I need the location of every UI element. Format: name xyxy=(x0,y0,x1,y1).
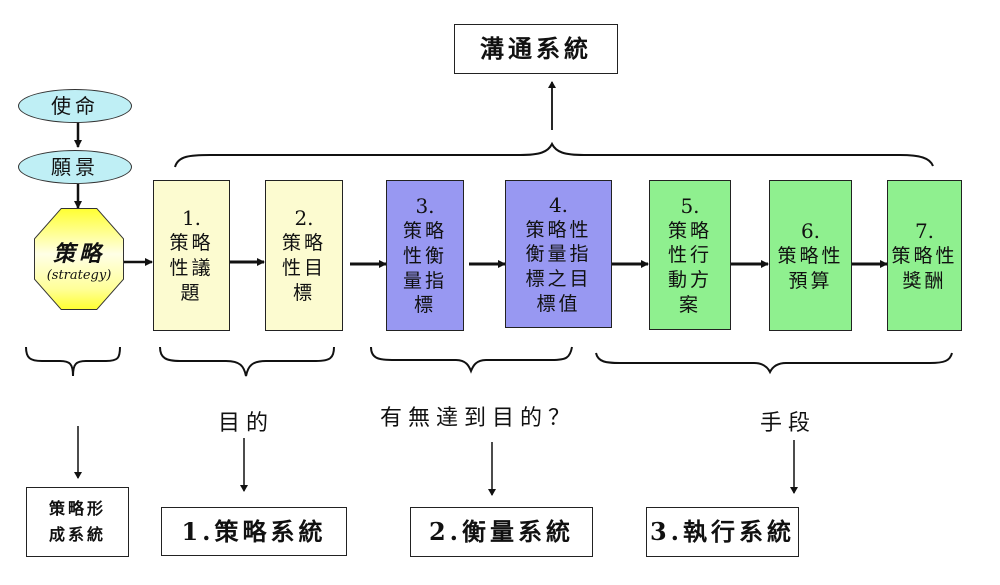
top-brace xyxy=(174,141,934,168)
step-5-line: 性行 xyxy=(667,244,712,267)
step-4-line: 標之目 xyxy=(525,268,592,290)
mission-ellipse: 使命 xyxy=(18,89,132,123)
strategy-subtitle: (strategy) xyxy=(46,267,112,283)
strategy-system-box: 1.策略系統 xyxy=(161,507,347,556)
step-5-line: 案 xyxy=(678,293,701,316)
step-1-line: 策略 xyxy=(169,232,214,255)
communication-system-box: 溝通系統 xyxy=(454,24,618,74)
step-4-line: 策略性 xyxy=(525,218,592,241)
purpose-label: 目的 xyxy=(218,411,275,436)
step-7-number: 7. xyxy=(914,218,935,243)
step-6-number: 6. xyxy=(800,218,821,243)
step-3-strategic-measures: 3. 策略 性衡 量指 標 xyxy=(386,180,464,331)
step-3-line: 性衡 xyxy=(402,244,447,267)
step-2-line: 性目 xyxy=(281,257,326,280)
vision-label: 願景 xyxy=(51,154,99,179)
strategy-formation-system-box: 策略形 成系統 xyxy=(26,487,129,557)
mission-label: 使命 xyxy=(51,93,99,118)
strategy-octagon: 策略 (strategy) xyxy=(34,208,124,310)
step-3-number: 3. xyxy=(415,194,435,219)
means-label: 手段 xyxy=(760,411,817,436)
step-1-line: 性議 xyxy=(169,257,214,280)
formation-line-2: 成系統 xyxy=(48,525,106,544)
measurement-system-label: 2.衡量系統 xyxy=(428,517,575,546)
step-6-line: 預算 xyxy=(788,269,833,292)
achieved-label: 有無達到目的？ xyxy=(380,406,577,431)
step-7-strategic-rewards: 7. 策略性 獎酬 xyxy=(887,180,962,331)
execution-system-label: 3.執行系統 xyxy=(649,517,796,546)
step-6-line: 策略性 xyxy=(777,244,844,267)
vision-ellipse: 願景 xyxy=(18,150,132,184)
step-1-line: 題 xyxy=(180,281,203,304)
step-2-line: 策略 xyxy=(281,232,326,255)
step-4-number: 4. xyxy=(548,192,569,217)
step-4-measure-targets: 4. 策略性 衡量指 標之目 標值 xyxy=(505,180,612,328)
step-3-line: 量指 xyxy=(402,269,447,292)
step-2-line: 標 xyxy=(292,281,315,304)
brace-formation xyxy=(25,346,121,377)
step-3-line: 策略 xyxy=(402,220,447,243)
step-2-number: 2. xyxy=(294,206,314,231)
strategy-title: 策略 xyxy=(52,240,105,267)
communication-system-label: 溝通系統 xyxy=(480,34,592,63)
brace-measurement xyxy=(370,346,573,374)
execution-system-box: 3.執行系統 xyxy=(646,507,799,557)
step-1-number: 1. xyxy=(181,206,202,231)
step-5-action-plans: 5. 策略 性行 動方 案 xyxy=(649,180,731,330)
step-1-strategic-issues: 1. 策略 性議 題 xyxy=(153,180,230,331)
step-5-number: 5. xyxy=(680,193,700,218)
step-4-line: 衡量指 xyxy=(525,243,592,266)
step-4-line: 標值 xyxy=(536,292,581,315)
measurement-system-box: 2.衡量系統 xyxy=(410,507,593,557)
step-6-strategic-budget: 6. 策略性 預算 xyxy=(769,180,852,331)
step-2-strategic-objectives: 2. 策略 性目 標 xyxy=(265,180,343,331)
brace-execution xyxy=(595,352,953,375)
formation-line-1: 策略形 xyxy=(48,499,106,519)
step-5-line: 策略 xyxy=(667,219,712,242)
brace-purpose xyxy=(159,346,335,377)
step-3-line: 標 xyxy=(413,294,436,317)
step-7-line: 獎酬 xyxy=(902,269,947,292)
step-5-line: 動方 xyxy=(667,269,712,291)
step-7-line: 策略性 xyxy=(891,244,958,267)
strategy-system-label: 1.策略系統 xyxy=(181,516,327,546)
